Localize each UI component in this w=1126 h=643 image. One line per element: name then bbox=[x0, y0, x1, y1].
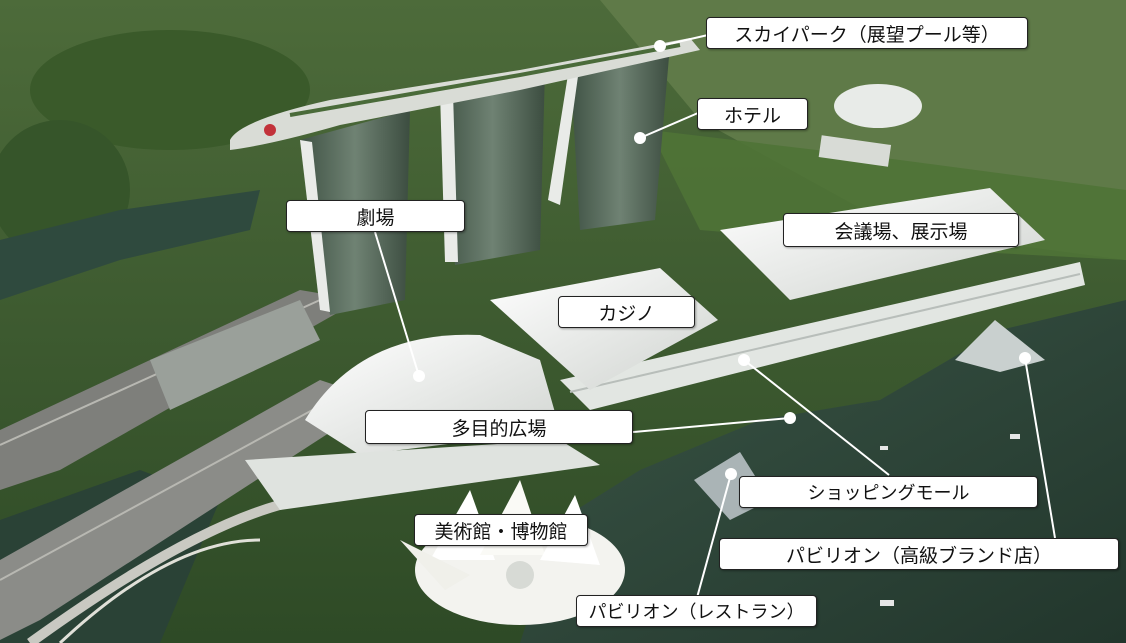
boat bbox=[880, 446, 888, 450]
leader-line-hotel bbox=[639, 112, 699, 139]
label-pavilion-luxury: パビリオン（高級ブランド店） bbox=[719, 538, 1119, 570]
tower-leg bbox=[548, 62, 580, 205]
leader-line-luxury bbox=[1024, 357, 1056, 539]
marker-dot bbox=[634, 132, 646, 144]
channel-water bbox=[0, 190, 260, 300]
label-shopping-mall: ショッピングモール bbox=[739, 476, 1038, 508]
marker-dot bbox=[654, 40, 666, 52]
label-convention: 会議場、展示場 bbox=[783, 213, 1019, 247]
label-theater: 劇場 bbox=[286, 200, 465, 232]
label-skypark: スカイパーク（展望プール等） bbox=[706, 17, 1028, 49]
leader-line-multipurpose bbox=[632, 417, 791, 433]
leader-line-shopping bbox=[743, 359, 890, 476]
garden-patch bbox=[30, 30, 310, 150]
highway-lane bbox=[0, 394, 341, 581]
leader-line-skypark bbox=[659, 34, 709, 47]
lower-canopy bbox=[245, 440, 600, 510]
label-pavilion-restaurant: パビリオン（レストラン） bbox=[576, 595, 817, 627]
highway bbox=[0, 380, 380, 640]
leader-line-theater bbox=[374, 231, 420, 377]
bridge-arch bbox=[58, 538, 261, 643]
skypark-deck bbox=[230, 38, 700, 150]
bridge bbox=[27, 495, 301, 643]
skypark-accent bbox=[264, 124, 276, 136]
distant-dome bbox=[834, 84, 922, 128]
label-casino: カジノ bbox=[558, 296, 695, 328]
skypark-greenery bbox=[289, 43, 681, 117]
marker-dot bbox=[413, 370, 425, 382]
mall-canopy-stripe bbox=[569, 273, 1081, 393]
label-museum: 美術館・博物館 bbox=[414, 514, 588, 546]
marker-dot bbox=[784, 412, 796, 424]
leader-line-restaurant bbox=[694, 473, 732, 606]
podium bbox=[150, 300, 320, 410]
boat bbox=[880, 600, 894, 606]
marker-dot bbox=[1019, 352, 1031, 364]
marker-dot bbox=[725, 468, 737, 480]
marker-dot bbox=[738, 354, 750, 366]
label-hotel: ホテル bbox=[697, 98, 808, 130]
mall-canopy bbox=[560, 262, 1085, 410]
label-multipurpose: 多目的広場 bbox=[365, 410, 633, 444]
hotel-tower-2 bbox=[440, 70, 545, 265]
hotel-tower-3 bbox=[570, 45, 670, 230]
distant-building bbox=[818, 135, 892, 167]
boat bbox=[1010, 434, 1020, 439]
